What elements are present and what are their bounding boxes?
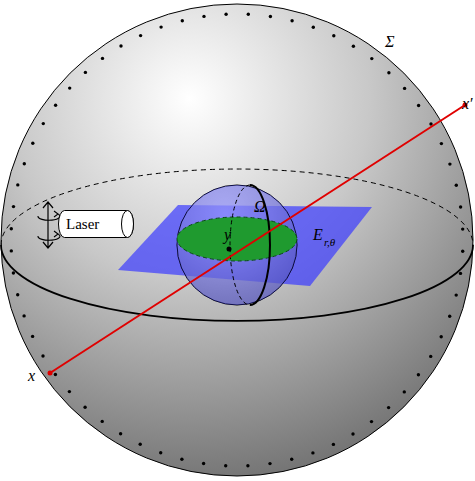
math-label: r,θ <box>324 237 335 248</box>
math-label: x <box>28 368 35 384</box>
math-label: Ω <box>254 199 266 215</box>
laser-cylinder: Laser <box>58 210 134 238</box>
math-label: x′ <box>462 96 473 112</box>
math-label: Σ <box>385 34 395 50</box>
device-label: Laser <box>58 210 134 233</box>
math-label: y <box>224 227 231 243</box>
math-label: E <box>313 227 323 243</box>
